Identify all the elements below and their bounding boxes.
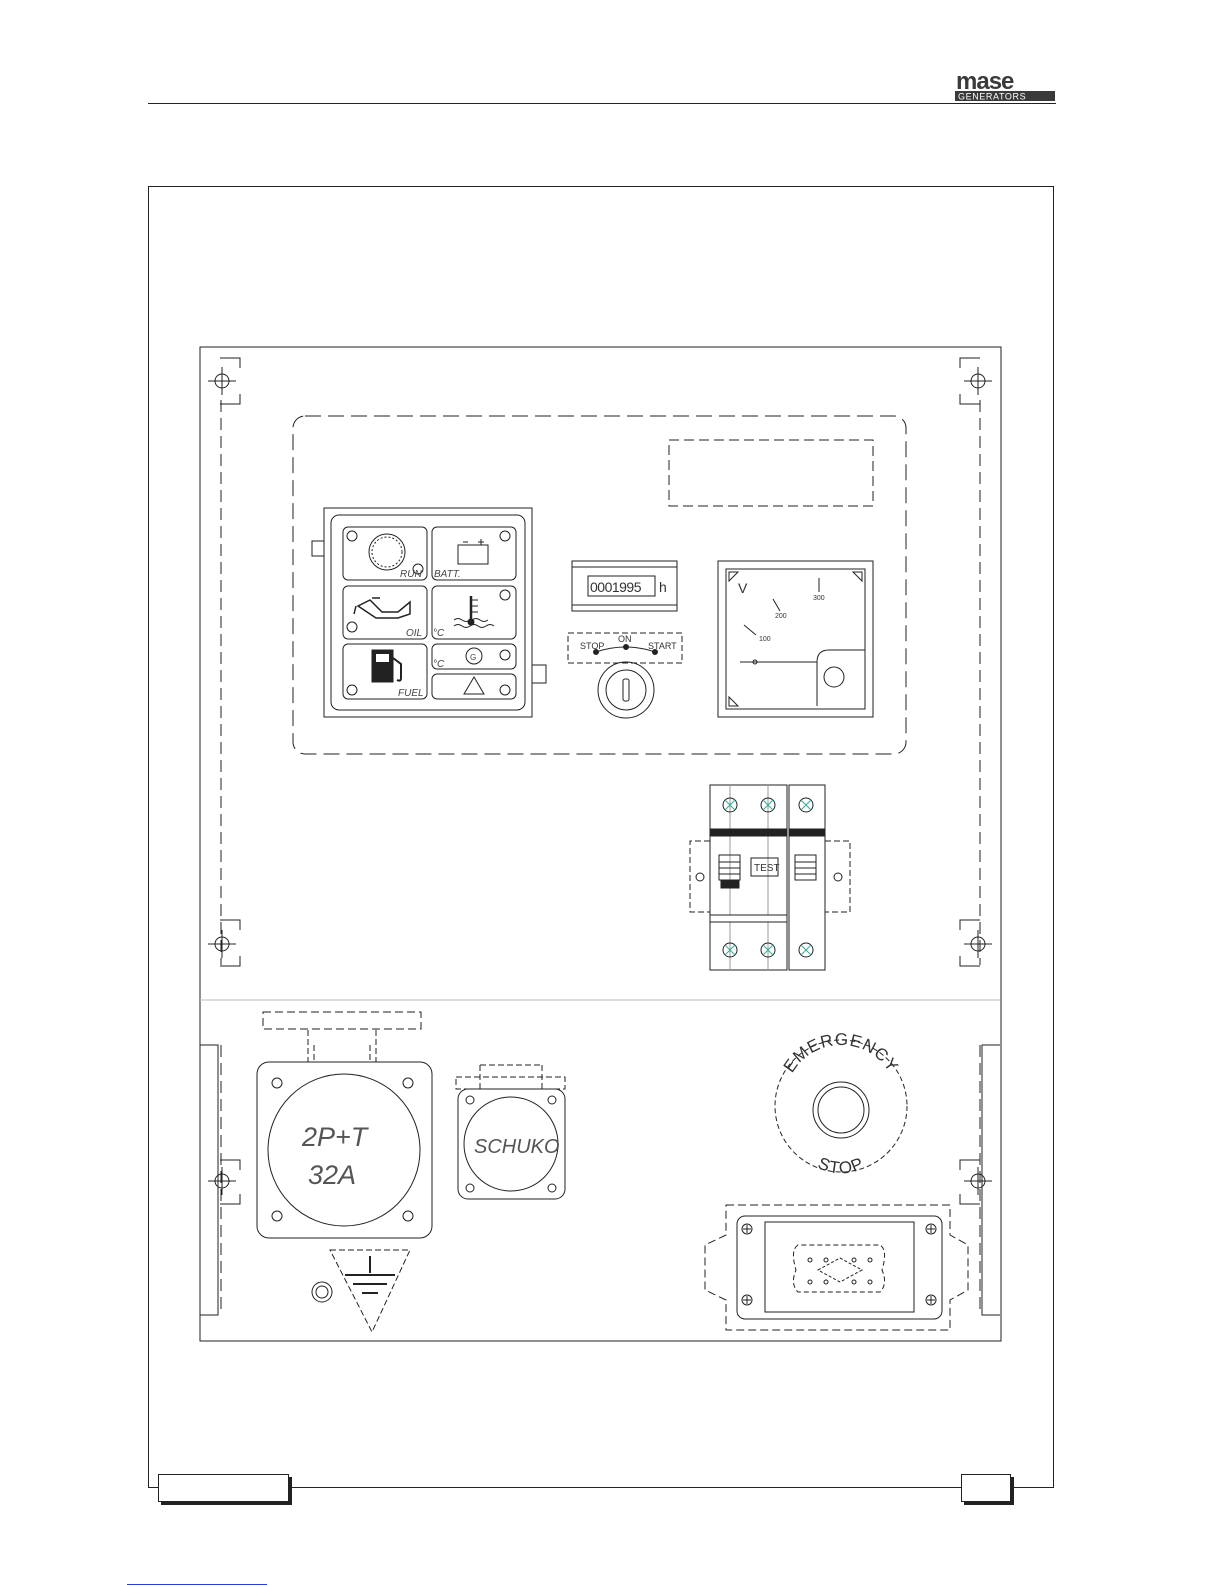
voltmeter-tick-300: 300 (813, 595, 825, 602)
multi-pin-connector[interactable] (705, 1205, 968, 1330)
corner-mark-top-left (208, 358, 240, 404)
footer-tab-right (961, 1474, 1011, 1502)
oil-can-icon (354, 598, 410, 618)
panel-outline (200, 347, 1001, 1341)
logo-tagline: GENERATORS (958, 92, 1026, 102)
schuko-label: SCHUKO (474, 1136, 560, 1158)
corner-mark-mid-right (960, 920, 992, 966)
voltmeter-tick-100: 100 (759, 636, 771, 643)
run-lamp-icon (369, 534, 405, 570)
voltmeter-unit: V (738, 580, 748, 596)
alarm-indicator-panel (312, 508, 546, 717)
socket-32a-rating-label: 32A (308, 1160, 356, 1190)
socket-32a-type-label: 2P+T (301, 1122, 370, 1152)
ground-symbol-icon (345, 1256, 395, 1293)
hour-meter-reading: 0001995 (590, 579, 642, 595)
generator-temp-unit: °C (433, 659, 445, 670)
corner-mark-top-right (960, 358, 992, 404)
coolant-temp-unit: °C (433, 628, 445, 639)
battery-icon (458, 539, 488, 564)
voltmeter-tick-200: 200 (775, 613, 787, 620)
emergency-stop-bottom-label: STOP (815, 1154, 866, 1178)
mounting-line-upper (221, 400, 980, 965)
key-on-label: ON (618, 634, 632, 644)
hour-meter-unit: h (659, 579, 667, 595)
circuit-breaker[interactable] (789, 785, 825, 970)
emergency-stop-button[interactable] (775, 1040, 907, 1172)
run-label: RUN (400, 569, 422, 580)
coolant-temperature-icon (454, 596, 494, 628)
label-plate-outline (669, 440, 873, 506)
generator-control-panel-drawing: RUN BATT. OIL °C °C FUEL G 0001995 h STO… (199, 346, 1002, 1342)
earth-terminal (312, 1250, 410, 1332)
corner-mark-low-right (960, 1160, 992, 1204)
generator-letter: G (470, 653, 476, 662)
warning-triangle-icon (464, 677, 484, 694)
oil-label: OIL (406, 628, 422, 639)
socket-schuko[interactable] (456, 1065, 565, 1199)
header-rule (148, 103, 1056, 104)
residual-current-breaker[interactable] (710, 785, 787, 970)
mase-generators-logo: mase GENERATORS (955, 68, 1055, 102)
battery-label: BATT. (434, 569, 461, 580)
key-stop-label: STOP (580, 641, 604, 651)
corner-mark-low-left (208, 1160, 240, 1204)
fuel-pump-icon (372, 650, 401, 682)
fuel-label: FUEL (398, 688, 424, 699)
footer-tab-left (158, 1474, 289, 1502)
key-start-label: START (648, 641, 677, 651)
emergency-stop-top-label: EMERGENCY (780, 1030, 903, 1076)
corner-mark-mid-left (208, 920, 240, 966)
breaker-test-button-label: TEST (754, 863, 780, 874)
